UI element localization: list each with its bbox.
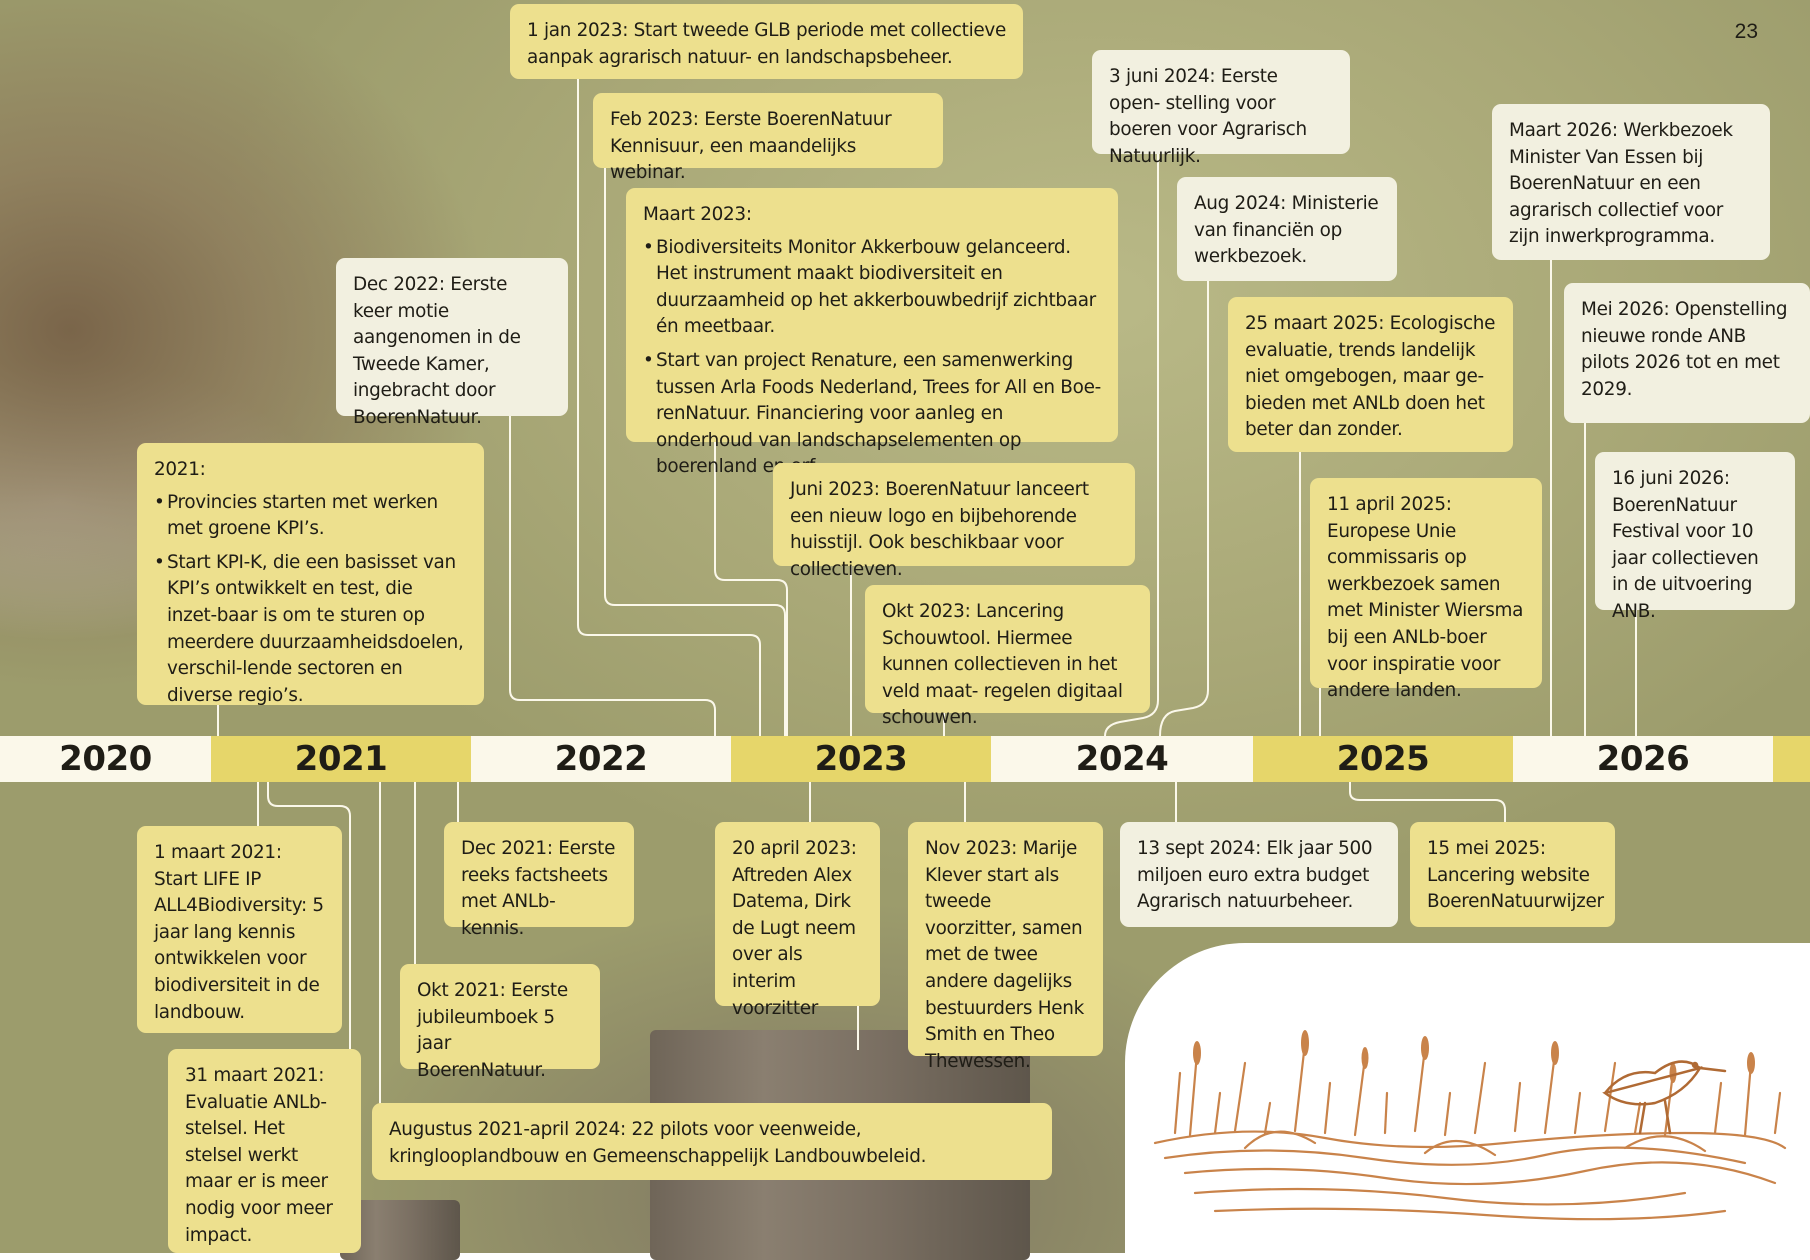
event-maart-2023-label: Maart 2023:	[643, 204, 752, 225]
event-2021-item: Provincies starten met werken met groene…	[154, 490, 467, 543]
event-mei-2025: 15 mei 2025: Lancering website BoerenNat…	[1410, 822, 1615, 927]
year-2021: 2021	[211, 736, 471, 782]
event-juni-2024: 3 juni 2024: Eerste open- stelling voor …	[1092, 50, 1350, 167]
event-maart-2023-item: Start van project Renature, een samenwer…	[643, 348, 1101, 481]
event-feb-2023: Feb 2023: Eerste BoerenNatuur Kennisuur,…	[593, 93, 943, 183]
event-maart-2021: 1 maart 2021: Start LIFE IP ALL4Biodiver…	[137, 826, 342, 1033]
year-2025: 2025	[1253, 736, 1513, 782]
event-april-2025: 11 april 2025: Europese Unie commissaris…	[1310, 478, 1542, 701]
event-2021: 2021: Provincies starten met werken met …	[137, 443, 484, 706]
event-okt-2023: Okt 2023: Lancering Schouwtool. Hiermee …	[865, 585, 1150, 728]
event-aug-2024: Aug 2024: Ministerie van financiën op we…	[1177, 177, 1397, 281]
year-2026: 2026	[1513, 736, 1773, 782]
event-maart-2023-item: Biodiversiteits Monitor Akkerbouw gelanc…	[643, 235, 1101, 341]
year-2024: 2024	[991, 736, 1253, 782]
event-jan-2023: 1 jan 2023: Start tweede GLB periode met…	[510, 4, 1023, 79]
event-dec-2022: Dec 2022: Eerste keer motie aangenomen i…	[336, 258, 568, 428]
event-juni-2026: 16 juni 2026: BoerenNatuur Festival voor…	[1595, 452, 1795, 622]
year-2020: 2020	[0, 736, 211, 782]
event-mei-2026: Mei 2026: Openstelling nieuwe ronde ANB …	[1564, 283, 1810, 423]
event-31-maart-2021: 31 maart 2021: Evaluatie ANLb- stelsel. …	[168, 1049, 361, 1253]
event-2021-label: 2021:	[154, 459, 206, 480]
event-april-2023: 20 april 2023: Aftreden Alex Datema, Dir…	[715, 822, 880, 1019]
year-2023: 2023	[731, 736, 991, 782]
event-maart-2025: 25 maart 2025: Ecologische evaluatie, tr…	[1228, 297, 1513, 452]
event-nov-2023: Nov 2023: Marije Klever start als tweede…	[908, 822, 1103, 1072]
event-okt-2021: Okt 2021: Eerste jubileumboek 5 jaar Boe…	[400, 964, 600, 1081]
event-aug-2021-april-2024: Augustus 2021-april 2024: 22 pilots voor…	[372, 1103, 1052, 1180]
event-sept-2024: 13 sept 2024: Elk jaar 500 miljoen euro …	[1120, 822, 1398, 927]
year-band-end	[1773, 736, 1810, 782]
event-maart-2026: Maart 2026: Werkbezoek Minister Van Esse…	[1492, 104, 1770, 260]
event-juni-2023: Juni 2023: BoerenNatuur lanceert een nie…	[773, 463, 1135, 580]
event-2021-item: Start KPI-K, die een basisset van KPI’s …	[154, 550, 467, 710]
event-dec-2021: Dec 2021: Eerste reeks factsheets met AN…	[444, 822, 634, 939]
year-timeline: 2020 2021 2022 2023 2024 2025 2026	[0, 736, 1810, 782]
event-maart-2023: Maart 2023: Biodiversiteits Monitor Akke…	[626, 188, 1118, 477]
bird-landscape-sketch	[1153, 1030, 1787, 1221]
year-2022: 2022	[471, 736, 731, 782]
page-number: 23	[1734, 20, 1758, 43]
sketch-illustration-panel	[1125, 943, 1810, 1253]
